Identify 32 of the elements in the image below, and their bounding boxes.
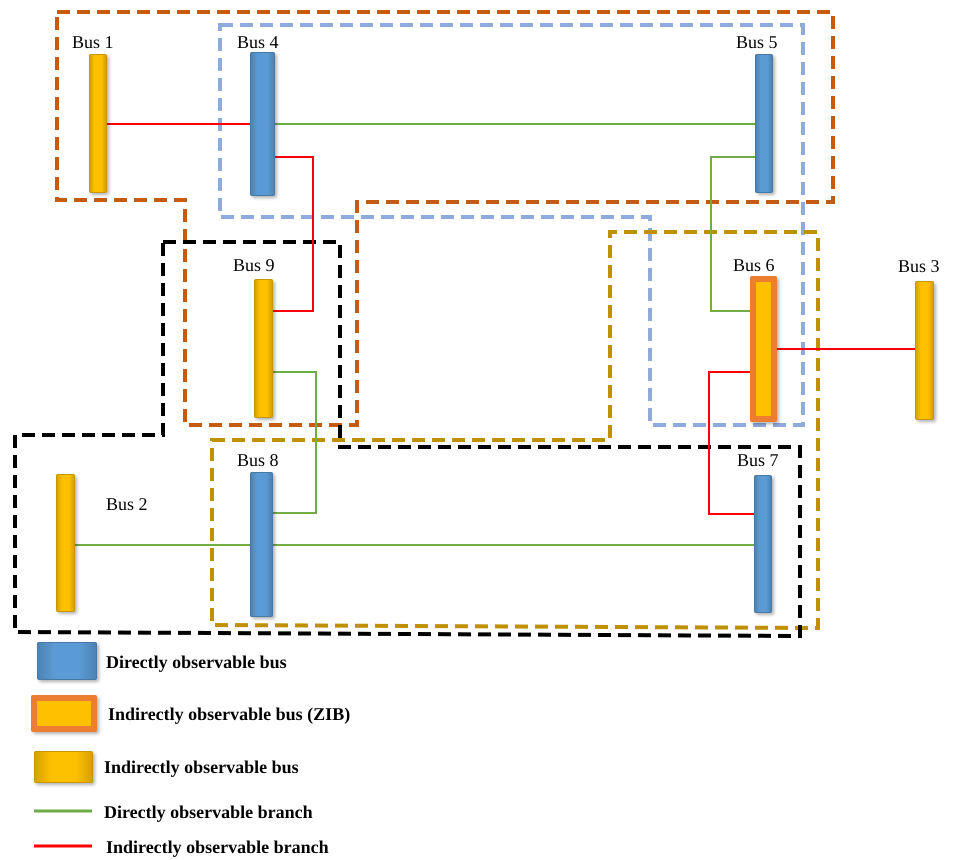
bus-bar: [254, 279, 273, 418]
branch-line: [275, 123, 755, 125]
bus-bar: [754, 475, 772, 613]
bus-bar: [750, 276, 777, 422]
branch-line: [708, 371, 754, 515]
bus-label: Bus 7: [737, 450, 779, 470]
bus-label: Bus 2: [106, 494, 148, 514]
branch-line: [273, 156, 314, 312]
legend-text: Directly observable branch: [104, 801, 313, 823]
bus-label: Bus 9: [233, 255, 275, 275]
bus-label: Bus 3: [898, 256, 940, 276]
bus-label: Bus 6: [733, 255, 775, 275]
legend-text: Indirectly observable bus: [104, 756, 299, 778]
bus-bar: [915, 281, 934, 420]
branch-line: [75, 544, 250, 546]
bus-bar: [56, 474, 75, 612]
bus-label: Bus 5: [736, 32, 778, 52]
branch-line: [777, 348, 915, 350]
branch-line: [107, 123, 250, 125]
bus-label: Bus 4: [237, 32, 279, 52]
bus-bar: [250, 52, 275, 196]
legend-text: Directly observable bus: [106, 651, 287, 673]
branch-line: [273, 544, 754, 546]
bus-label: Bus 1: [72, 32, 114, 52]
branch-line: [273, 371, 317, 514]
branch-line: [710, 156, 755, 312]
bus-bar: [755, 54, 773, 193]
bus-bar: [89, 54, 107, 193]
bus-bar: [250, 472, 273, 617]
legend-text: Indirectly observable branch: [106, 836, 329, 858]
bus-label: Bus 8: [237, 450, 279, 470]
legend-text: Indirectly observable bus (ZIB): [108, 703, 350, 725]
